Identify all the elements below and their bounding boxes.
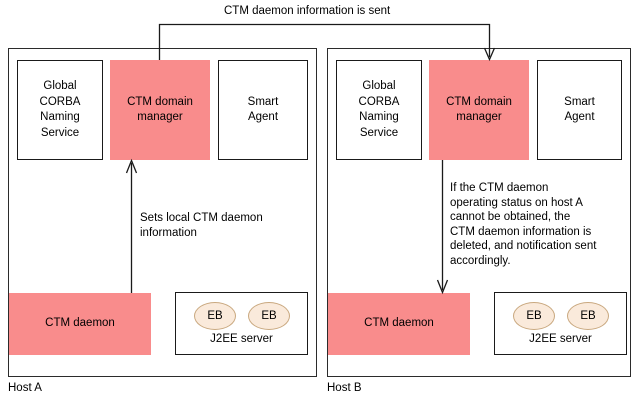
host-a-global-corba-naming-service-label: Global CORBA Naming Service bbox=[39, 80, 81, 139]
host-b-smart-agent-box: Smart Agent bbox=[537, 60, 622, 160]
host-a-global-corba-naming-service-box: Global CORBA Naming Service bbox=[17, 60, 103, 160]
host-b-global-corba-naming-service-label: Global CORBA Naming Service bbox=[358, 80, 400, 139]
host-b-entity-bean-1: EB bbox=[513, 302, 555, 330]
host-b-ctm-daemon-label: CTM daemon bbox=[364, 317, 434, 330]
host-b-annotation-label: If the CTM daemon operating status on ho… bbox=[450, 182, 597, 267]
host-b-smart-agent-label: Smart Agent bbox=[564, 95, 595, 124]
host-a-j2ee-server-label: J2EE server bbox=[210, 333, 273, 345]
host-b-ctm-daemon-box: CTM daemon bbox=[328, 293, 470, 355]
top-annotation-label: CTM daemon information is sent bbox=[224, 5, 391, 17]
host-a-entity-bean-2: EB bbox=[248, 302, 290, 330]
host-b-j2ee-server-box: EB EB J2EE server bbox=[494, 292, 627, 355]
host-a-j2ee-server-box: EB EB J2EE server bbox=[175, 292, 308, 355]
host-a-ctm-domain-manager-box: CTM domain manager bbox=[110, 60, 210, 160]
host-b-j2ee-server-label: J2EE server bbox=[529, 333, 592, 345]
host-b-entity-bean-1-label: EB bbox=[526, 310, 542, 322]
host-a-ctm-domain-manager-label: CTM domain manager bbox=[127, 95, 193, 124]
host-b-global-corba-naming-service-box: Global CORBA Naming Service bbox=[336, 60, 422, 160]
host-a-entity-bean-2-label: EB bbox=[261, 310, 277, 322]
host-a-smart-agent-label: Smart Agent bbox=[247, 95, 279, 124]
host-b-ctm-domain-manager-box: CTM domain manager bbox=[429, 60, 529, 160]
host-a-entity-bean-1: EB bbox=[194, 302, 236, 330]
host-b-ctm-domain-manager-label: CTM domain manager bbox=[446, 95, 512, 124]
host-b-label: Host B bbox=[327, 382, 362, 394]
host-a-annotation-label: Sets local CTM daemon information bbox=[140, 212, 263, 239]
host-b-entity-bean-2-label: EB bbox=[580, 310, 596, 322]
host-a-label: Host A bbox=[8, 382, 42, 394]
host-a-smart-agent-box: Smart Agent bbox=[218, 60, 308, 160]
host-b-entity-bean-2: EB bbox=[567, 302, 609, 330]
host-a-entity-bean-1-label: EB bbox=[207, 310, 223, 322]
host-a-ctm-daemon-box: CTM daemon bbox=[9, 293, 151, 355]
host-a-ctm-daemon-label: CTM daemon bbox=[45, 317, 115, 330]
